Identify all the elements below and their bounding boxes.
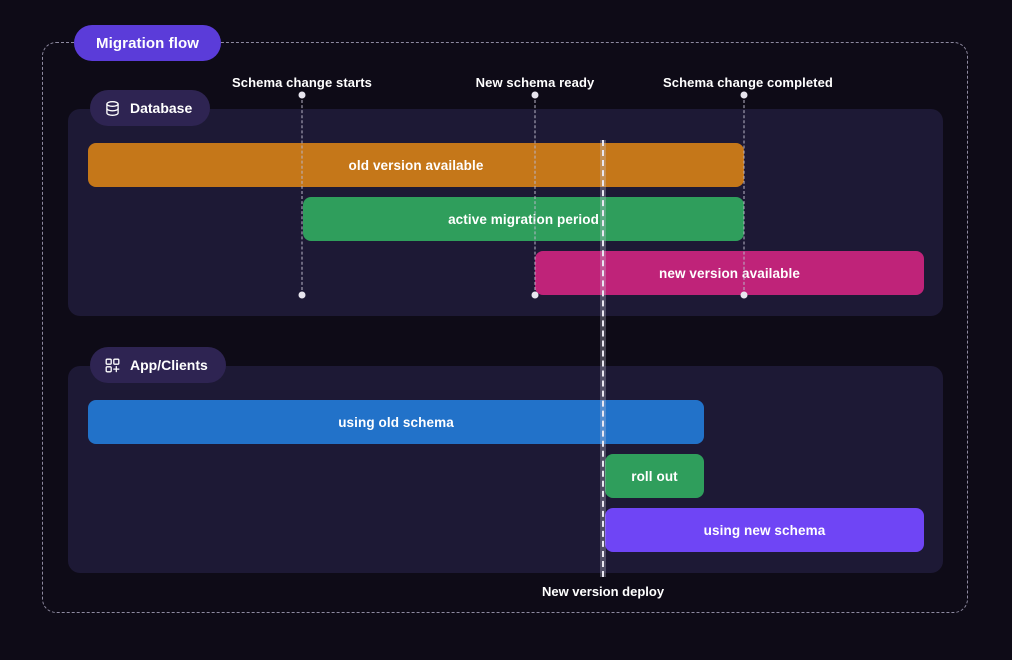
lane-badge-label-app-clients: App/Clients xyxy=(130,357,208,373)
lane-badge-app-clients: App/Clients xyxy=(90,347,226,383)
lane-badge-database: Database xyxy=(90,90,211,126)
marker-label-schema-change-completed: Schema change completed xyxy=(663,75,833,90)
bar-using-new-schema: using new schema xyxy=(605,508,924,552)
bar-label-using-old-schema: using old schema xyxy=(338,414,454,430)
lane-badge-label-database: Database xyxy=(130,100,193,116)
bar-active-migration-period: active migration period xyxy=(303,197,744,241)
marker-label-new-version-deploy: New version deploy xyxy=(541,584,665,599)
marker-dot-top-schema-change-completed xyxy=(740,91,748,99)
bar-label-roll-out: roll out xyxy=(631,468,678,484)
marker-dot-top-schema-change-starts xyxy=(298,91,306,99)
bar-label-using-new-schema: using new schema xyxy=(703,522,826,538)
marker-label-schema-change-starts: Schema change starts xyxy=(231,75,373,90)
database-icon xyxy=(104,100,121,117)
bar-label-new-version-available: new version available xyxy=(659,265,800,281)
diagram-title-badge: Migration flow xyxy=(74,25,222,61)
bar-new-version-available: new version available xyxy=(535,251,924,295)
bar-using-old-schema: using old schema xyxy=(88,400,704,444)
diagram-title-label: Migration flow xyxy=(96,34,200,52)
bar-label-old-version-available: old version available xyxy=(348,157,484,173)
bar-label-active-migration-period: active migration period xyxy=(448,211,599,227)
marker-label-new-schema-ready: New schema ready xyxy=(475,75,595,90)
bar-roll-out: roll out xyxy=(605,454,704,498)
marker-dot-top-new-schema-ready xyxy=(531,91,539,99)
apps-grid-plus-icon xyxy=(104,357,121,374)
bar-old-version-available: old version available xyxy=(88,143,744,187)
